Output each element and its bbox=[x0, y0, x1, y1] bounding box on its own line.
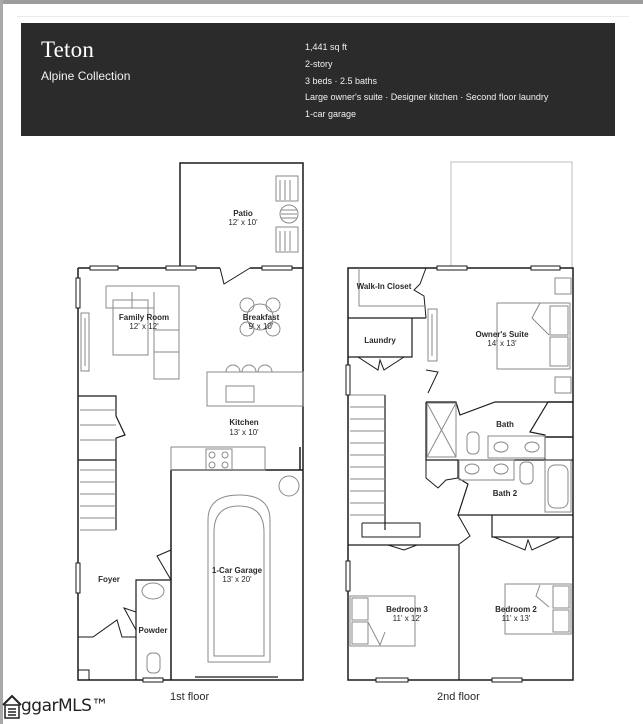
house-list-icon bbox=[2, 694, 22, 719]
plan-specs: 1,441 sq ft 2-story 3 beds · 2.5 baths L… bbox=[305, 39, 548, 123]
room-breakfast-size: 9' x 10' bbox=[249, 322, 274, 331]
sheet-edge bbox=[17, 16, 629, 17]
room-patio: Patio bbox=[233, 209, 253, 218]
room-kitchen-size: 13' x 10' bbox=[229, 428, 259, 437]
room-owners: Owner's Suite bbox=[475, 330, 529, 339]
room-kitchen: Kitchen bbox=[229, 418, 258, 427]
room-bed2-size: 11' x 13' bbox=[502, 614, 531, 623]
spec-sqft: 1,441 sq ft bbox=[305, 42, 348, 52]
room-bed3: Bedroom 3 bbox=[386, 605, 428, 614]
spec-stories: 2-story bbox=[305, 58, 333, 69]
spec-beds-baths: 3 beds · 2.5 baths bbox=[305, 75, 378, 86]
room-family: Family Room bbox=[119, 313, 169, 322]
plan-collection: Alpine Collection bbox=[41, 69, 131, 83]
room-garage-size: 13' x 20' bbox=[222, 575, 252, 584]
room-patio-size: 12' x 10' bbox=[228, 218, 258, 227]
spec-garage: 1-car garage bbox=[305, 109, 357, 120]
first-floor-label: 1st floor bbox=[170, 691, 210, 703]
top-border bbox=[0, 0, 643, 4]
room-owners-size: 14' x 13' bbox=[487, 339, 517, 348]
room-breakfast: Breakfast bbox=[243, 313, 280, 322]
room-garage: 1-Car Garage bbox=[212, 566, 263, 575]
spec-features: Large owner's suite · Designer kitchen ·… bbox=[305, 92, 549, 103]
left-border bbox=[0, 0, 3, 724]
plan-title: Teton bbox=[41, 37, 95, 62]
plan-header: Teton Alpine Collection 1,441 sq ft 2-st… bbox=[21, 23, 615, 136]
room-bath2: Bath 2 bbox=[493, 489, 518, 498]
room-family-size: 12' x 12' bbox=[129, 322, 159, 331]
room-bed2: Bedroom 2 bbox=[495, 605, 537, 614]
mls-watermark: ggarMLS™ bbox=[21, 696, 108, 716]
room-laundry: Laundry bbox=[364, 336, 396, 345]
room-walkin: Walk-In Closet bbox=[357, 282, 412, 291]
second-floor-label: 2nd floor bbox=[437, 691, 480, 703]
room-powder: Powder bbox=[139, 626, 168, 635]
room-bath: Bath bbox=[496, 420, 514, 429]
room-bed3-size: 11' x 12' bbox=[393, 614, 422, 623]
room-foyer: Foyer bbox=[98, 575, 120, 584]
